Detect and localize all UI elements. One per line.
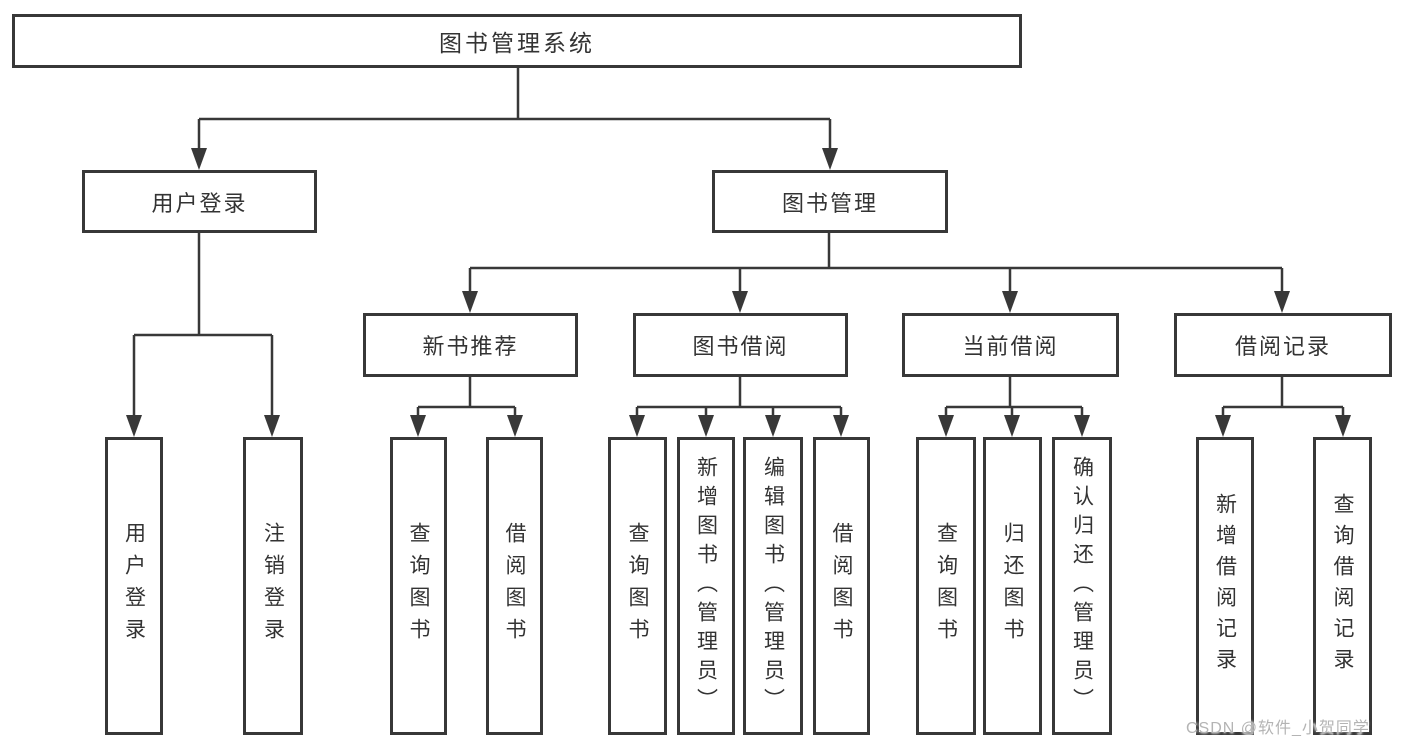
watermark: CSDN @软件_小贺同学 xyxy=(1186,720,1370,737)
leaf-label: 借阅图书 xyxy=(830,522,853,650)
leaf-query-books-recommend: 查询图书 xyxy=(390,437,447,735)
node-label: 借阅记录 xyxy=(1234,334,1331,359)
leaf-confirm-return-admin: 确认归还（管理员） xyxy=(1052,437,1112,735)
node-library-management-system: 图书管理系统 xyxy=(12,14,1022,68)
leaf-add-borrow-record: 新增借阅记录 xyxy=(1196,437,1254,735)
leaf-label: 编辑图书（管理员） xyxy=(761,455,785,717)
leaf-label: 查询图书 xyxy=(407,522,430,650)
node-current-borrowing: 当前借阅 xyxy=(902,313,1119,377)
node-label: 图书管理系统 xyxy=(439,30,595,56)
node-label: 用户登录 xyxy=(151,190,248,216)
node-label: 新书推荐 xyxy=(422,334,519,359)
leaf-borrow-books: 借阅图书 xyxy=(813,437,870,735)
leaf-label: 新增图书（管理员） xyxy=(694,455,718,717)
leaf-label: 确认归还（管理员） xyxy=(1070,455,1094,717)
leaf-label: 查询图书 xyxy=(934,522,958,650)
leaf-label: 借阅图书 xyxy=(503,522,526,650)
node-label: 图书借阅 xyxy=(692,334,789,359)
leaf-label: 归还图书 xyxy=(1001,522,1024,650)
leaf-logout: 注销登录 xyxy=(243,437,303,735)
node-book-management: 图书管理 xyxy=(712,170,948,233)
leaf-label: 用户登录 xyxy=(122,522,146,650)
node-user-login: 用户登录 xyxy=(82,170,317,233)
leaf-label: 注销登录 xyxy=(261,522,285,650)
leaf-query-borrow-record: 查询借阅记录 xyxy=(1313,437,1372,735)
leaf-user-login: 用户登录 xyxy=(105,437,163,735)
node-label: 图书管理 xyxy=(781,190,878,216)
leaf-add-book-admin: 新增图书（管理员） xyxy=(677,437,735,735)
leaf-label: 查询借阅记录 xyxy=(1331,493,1354,679)
node-label: 当前借阅 xyxy=(962,334,1059,359)
leaf-label: 查询图书 xyxy=(626,522,649,650)
leaf-query-books-current: 查询图书 xyxy=(916,437,976,735)
node-borrowing-records: 借阅记录 xyxy=(1174,313,1392,377)
node-new-book-recommendation: 新书推荐 xyxy=(363,313,578,377)
leaf-borrow-books-recommend: 借阅图书 xyxy=(486,437,543,735)
leaf-label: 新增借阅记录 xyxy=(1213,493,1237,679)
leaf-return-book: 归还图书 xyxy=(983,437,1042,735)
leaf-edit-book-admin: 编辑图书（管理员） xyxy=(743,437,803,735)
node-book-borrowing: 图书借阅 xyxy=(633,313,848,377)
leaf-query-books-borrowing: 查询图书 xyxy=(608,437,667,735)
